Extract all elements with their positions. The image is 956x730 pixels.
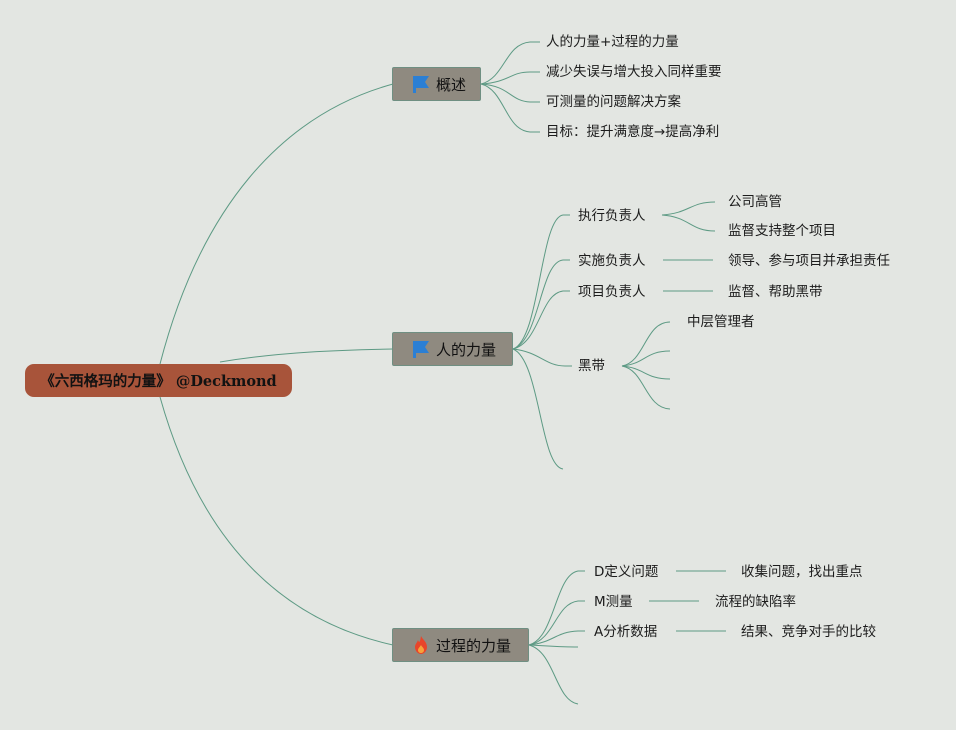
- overview-item-2[interactable]: 减少失误与增大投入同样重要: [546, 64, 722, 80]
- connector-process-1: [528, 570, 585, 646]
- root-node[interactable]: 《六西格玛的力量》 @Deckmond: [25, 364, 292, 397]
- topic-label: 概述: [436, 75, 467, 94]
- exec-child-2[interactable]: 监督支持整个项目: [728, 223, 836, 239]
- connector-people-3: [512, 290, 570, 350]
- fire-icon: [411, 635, 431, 655]
- connector-people-1: [512, 214, 570, 350]
- topic-people[interactable]: 人的力量: [392, 332, 513, 366]
- measure-child-1[interactable]: 流程的缺陷率: [715, 594, 796, 610]
- people-branch-exec[interactable]: 执行负责人: [578, 208, 646, 224]
- blue-flag-icon: [411, 339, 431, 359]
- people-branch-proj[interactable]: 项目负责人: [578, 284, 646, 300]
- topic-process[interactable]: 过程的力量: [392, 628, 529, 662]
- people-branch-impl[interactable]: 实施负责人: [578, 253, 646, 269]
- overview-item-4[interactable]: 目标：提升满意度→提高净利: [546, 124, 720, 140]
- impl-child-1[interactable]: 领导、参与项目并承担责任: [728, 253, 890, 269]
- topic-label: 过程的力量: [436, 636, 512, 655]
- connector-root-people: [219, 348, 394, 363]
- connector-bb-3: [621, 365, 671, 380]
- connector-exec-1: [661, 201, 716, 216]
- exec-child-1[interactable]: 公司高管: [728, 194, 782, 210]
- blue-flag-icon: [411, 74, 431, 94]
- connector-overview-2: [480, 71, 540, 85]
- connector-people-5: [512, 348, 564, 470]
- blackbelt-child-1[interactable]: 中层管理者: [687, 314, 755, 330]
- proj-child-1[interactable]: 监督、帮助黑带: [728, 284, 823, 300]
- process-branch-define[interactable]: D定义问题: [594, 564, 659, 580]
- overview-item-1[interactable]: 人的力量+过程的力量: [546, 34, 679, 50]
- connector-exec-2: [661, 214, 716, 232]
- connector-root-overview: [159, 83, 394, 365]
- connector-bb-2: [621, 350, 671, 367]
- connector-people-4: [512, 348, 572, 367]
- connector-people-2: [512, 259, 570, 350]
- connector-overview-1: [480, 41, 540, 85]
- overview-item-3[interactable]: 可测量的问题解决方案: [546, 94, 681, 110]
- analyze-child-1[interactable]: 结果、竞争对手的比较: [741, 624, 876, 640]
- connector-process-4: [528, 644, 579, 648]
- connector-root-process: [159, 396, 394, 646]
- connector-process-3: [528, 630, 585, 646]
- connector-overview-4: [480, 83, 540, 133]
- connector-process-2: [528, 600, 585, 646]
- connector-bb-1: [621, 321, 671, 367]
- people-branch-blackbelt[interactable]: 黑带: [578, 358, 605, 374]
- connector-bb-4: [621, 365, 671, 410]
- topic-label: 人的力量: [436, 340, 497, 359]
- root-title: 《六西格玛的力量》 @Deckmond: [40, 373, 277, 390]
- connector-process-5: [528, 644, 579, 705]
- process-branch-analyze[interactable]: A分析数据: [594, 624, 658, 640]
- topic-overview[interactable]: 概述: [392, 67, 481, 101]
- connector-overview-3: [480, 83, 540, 103]
- define-child-1[interactable]: 收集问题，找出重点: [741, 564, 863, 580]
- process-branch-measure[interactable]: M测量: [594, 594, 633, 610]
